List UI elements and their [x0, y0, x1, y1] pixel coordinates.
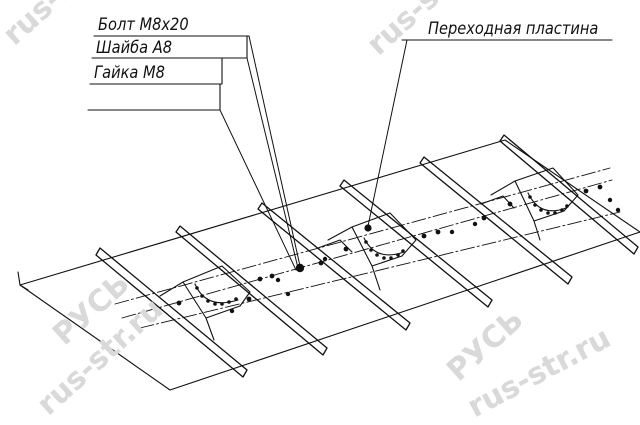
leader-bolt — [248, 35, 301, 267]
callout-washer-label: Шайба А8 — [96, 38, 173, 58]
leader-plate — [367, 39, 408, 227]
callout-nut-label: Гайка М8 — [94, 63, 165, 83]
leader-nut — [219, 109, 297, 271]
transition-plate-left — [159, 265, 251, 341]
rib-3 — [257, 202, 411, 331]
bolt-holes-left — [176, 273, 275, 306]
sheet-ribs — [95, 134, 639, 378]
leader-washer — [246, 57, 299, 269]
callout-bolt-label: Болт М8х20 — [98, 15, 189, 35]
rib-2 — [175, 225, 328, 356]
rib-4 — [339, 179, 493, 308]
rib-5 — [419, 156, 573, 285]
sheet-edge-left — [17, 271, 29, 291]
leader-lines — [219, 35, 408, 271]
roof-panel-drawing — [17, 35, 640, 391]
bolt-holes-right — [481, 184, 603, 221]
callout-plate-label: Переходная пластина — [428, 19, 599, 39]
transition-plate-right — [480, 167, 579, 241]
rib-6 — [499, 134, 639, 255]
rib-1 — [95, 247, 248, 378]
bolt-holes-middle — [318, 229, 441, 266]
axis-lines — [114, 167, 621, 329]
fasteners — [229, 197, 621, 314]
callout-frames — [87, 35, 613, 111]
